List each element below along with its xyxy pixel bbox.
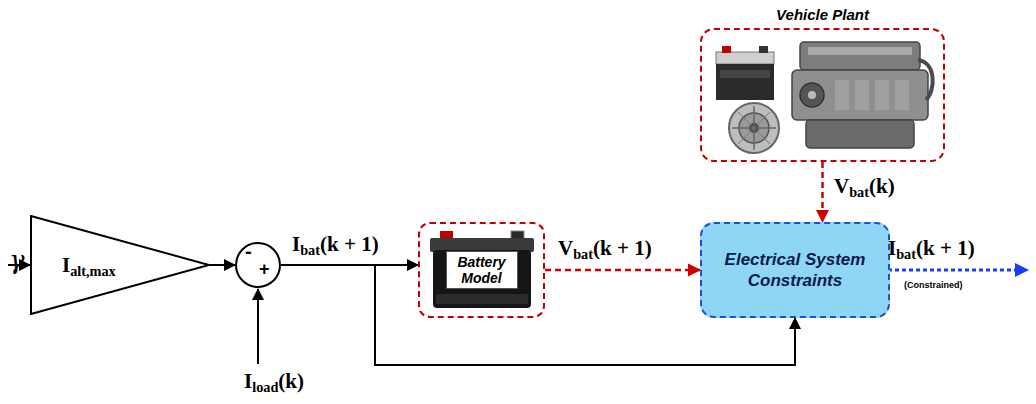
- voltage-label: Vbat(k + 1): [556, 236, 654, 260]
- label-holder: (Constrained): [904, 274, 963, 292]
- current-label: Ibat(k + 1): [290, 232, 381, 256]
- node-text: +: [259, 259, 273, 279]
- constrained-note: (Constrained): [904, 280, 963, 291]
- output-current-label: Ibat(k + 1): [888, 236, 975, 260]
- label-holder: Ibat(k + 1): [888, 236, 975, 260]
- label-holder: Iload(k): [244, 369, 304, 393]
- output-wire: [881, 269, 1028, 272]
- node-text: Battery Model: [446, 251, 518, 289]
- node-text: -: [245, 241, 257, 261]
- triangle-outline: [30, 215, 210, 315]
- signal-connector: [821, 162, 824, 222]
- gamma-symbol: γ: [9, 246, 25, 274]
- signal-connector: [210, 264, 235, 266]
- constraints-box: Electrical System Constraints: [700, 222, 890, 318]
- alternator-picture: [729, 103, 779, 153]
- engine-picture: [792, 42, 933, 148]
- label-holder: Vbat(k + 1): [556, 236, 654, 260]
- signal-connector: [545, 269, 700, 272]
- label-holder: Vbat(k): [832, 174, 897, 198]
- gain-block: Ialt,max: [30, 215, 210, 315]
- vehicle-plant-box: Vehicle Plant: [700, 28, 945, 162]
- battery-model-box: Battery Model: [418, 222, 545, 318]
- load-current-label: Iload(k): [244, 369, 304, 393]
- battery-picture: [430, 231, 534, 308]
- node-text: Vehicle Plant: [702, 6, 943, 24]
- summing-junction: -+: [235, 242, 281, 288]
- label-holder: Ibat(k + 1): [290, 232, 381, 256]
- node-text: Ialt,max: [62, 253, 116, 277]
- node-text: Electrical System Constraints: [702, 249, 888, 291]
- voltage-label: Vbat(k): [832, 174, 897, 198]
- load-wire: [257, 289, 259, 364]
- label-holder: γ: [9, 246, 25, 274]
- vehicle-battery-picture: [716, 46, 774, 100]
